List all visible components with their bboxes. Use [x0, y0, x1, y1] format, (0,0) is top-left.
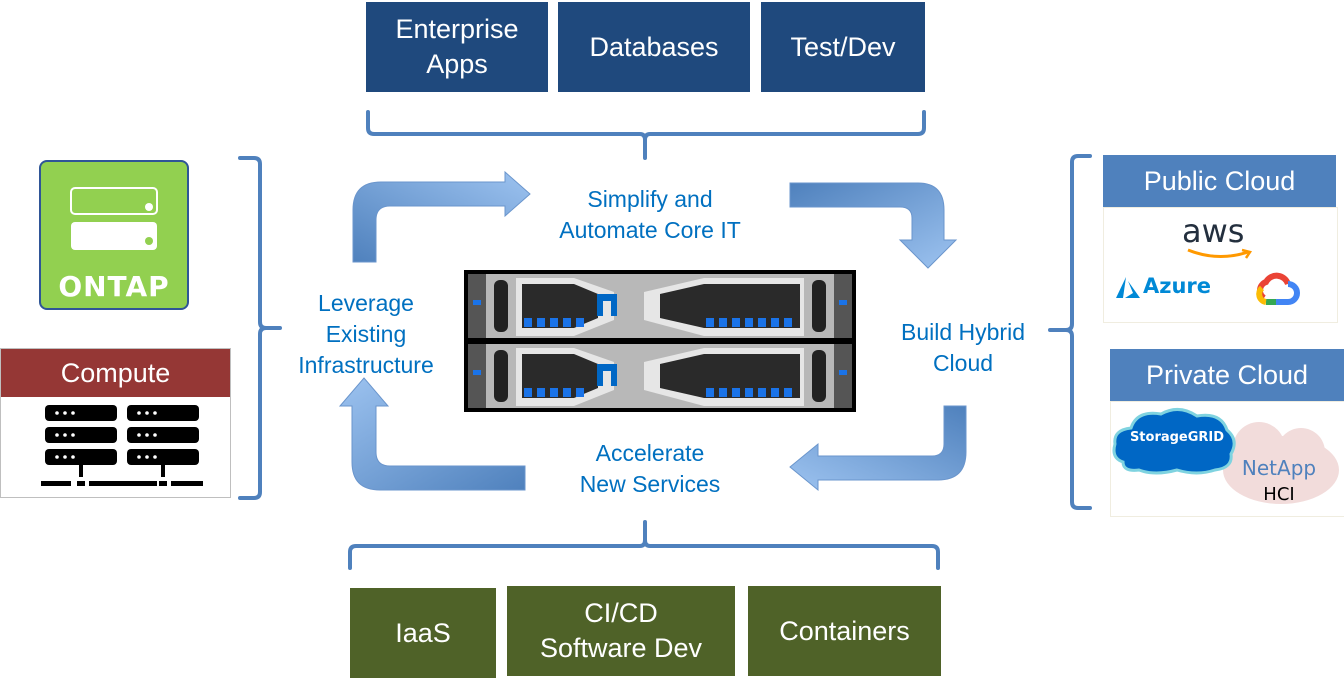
server-rack-icon: [41, 405, 203, 486]
label-accelerate-services: Accelerate New Services: [579, 440, 721, 497]
compute-header: Compute: [1, 349, 230, 397]
ontap-storage-icon: [70, 187, 158, 250]
hci-label: HCI: [1263, 484, 1295, 505]
label-simplify-automate: Simplify and Automate Core IT: [559, 186, 741, 243]
netapp-label: NetApp: [1241, 456, 1317, 480]
google-cloud-icon: [1256, 272, 1300, 305]
left-bracket: [238, 156, 282, 500]
cloud-shapes: [1112, 408, 1339, 504]
ontap-tile: ONTAP: [39, 160, 189, 310]
netapp-hci-cloud: [1223, 422, 1339, 504]
right-bracket: [1048, 154, 1092, 510]
azure-label: Azure: [1143, 274, 1212, 298]
top-bracket: [366, 110, 926, 160]
label-leverage-infrastructure: Leverage Existing Infrastructure: [298, 290, 434, 378]
appliance-unit-top: [468, 274, 852, 338]
service-cicd: CI/CD Software Dev: [507, 586, 735, 676]
aws-smile-icon: [1187, 248, 1253, 259]
ontap-label: ONTAP: [58, 270, 170, 303]
appliance-unit-bottom: [468, 344, 852, 408]
storagegrid-cloud: [1112, 408, 1236, 475]
public-cloud-panel: aws Azure: [1103, 207, 1338, 323]
aws-logo: aws: [1182, 212, 1245, 250]
workload-databases: Databases: [558, 2, 750, 92]
compute-tile: Compute: [0, 348, 231, 498]
service-containers: Containers: [748, 586, 941, 676]
storage-appliance-image: [464, 270, 856, 412]
public-cloud-header: Public Cloud: [1103, 155, 1336, 207]
workload-enterprise-apps: Enterprise Apps: [366, 2, 548, 92]
azure-icon: [1116, 277, 1140, 298]
arrow-bottom-left: [338, 377, 526, 491]
bottom-bracket: [348, 520, 940, 570]
private-cloud-header: Private Cloud: [1110, 349, 1344, 401]
storagegrid-label: StorageGRID: [1129, 430, 1225, 445]
label-build-hybrid-cloud: Build Hybrid Cloud: [901, 319, 1025, 376]
arrow-top-right: [789, 182, 958, 269]
arrow-bottom-right: [789, 405, 967, 492]
arrow-top-left: [352, 170, 531, 263]
private-cloud-panel: StorageGRID NetApp HCI: [1110, 401, 1344, 517]
workload-test-dev: Test/Dev: [761, 2, 925, 92]
service-iaas: IaaS: [350, 588, 496, 678]
